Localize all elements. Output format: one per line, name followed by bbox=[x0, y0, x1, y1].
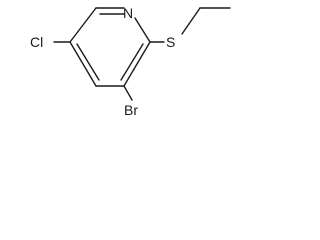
bond-c2-c3-double bbox=[120, 43, 144, 81]
bond-c5-c6 bbox=[69, 7, 97, 43]
molecule-structure: N S Cl Br bbox=[30, 5, 231, 118]
structure-canvas: N S Cl Br bbox=[0, 0, 237, 121]
atom-label-cl: Cl bbox=[30, 34, 43, 50]
bond-s-ch2 bbox=[181, 7, 201, 35]
bond-c4-c5-double bbox=[76, 43, 100, 81]
bond-c2-c3 bbox=[123, 41, 151, 87]
bond-c4-c5 bbox=[69, 41, 97, 87]
bond-c3-br bbox=[123, 85, 133, 101]
atom-label-s: S bbox=[166, 34, 175, 50]
atom-label-n: N bbox=[123, 5, 133, 21]
bond-n-c2 bbox=[134, 17, 151, 43]
atom-label-br: Br bbox=[124, 102, 138, 118]
pyridine-ring bbox=[69, 7, 151, 87]
